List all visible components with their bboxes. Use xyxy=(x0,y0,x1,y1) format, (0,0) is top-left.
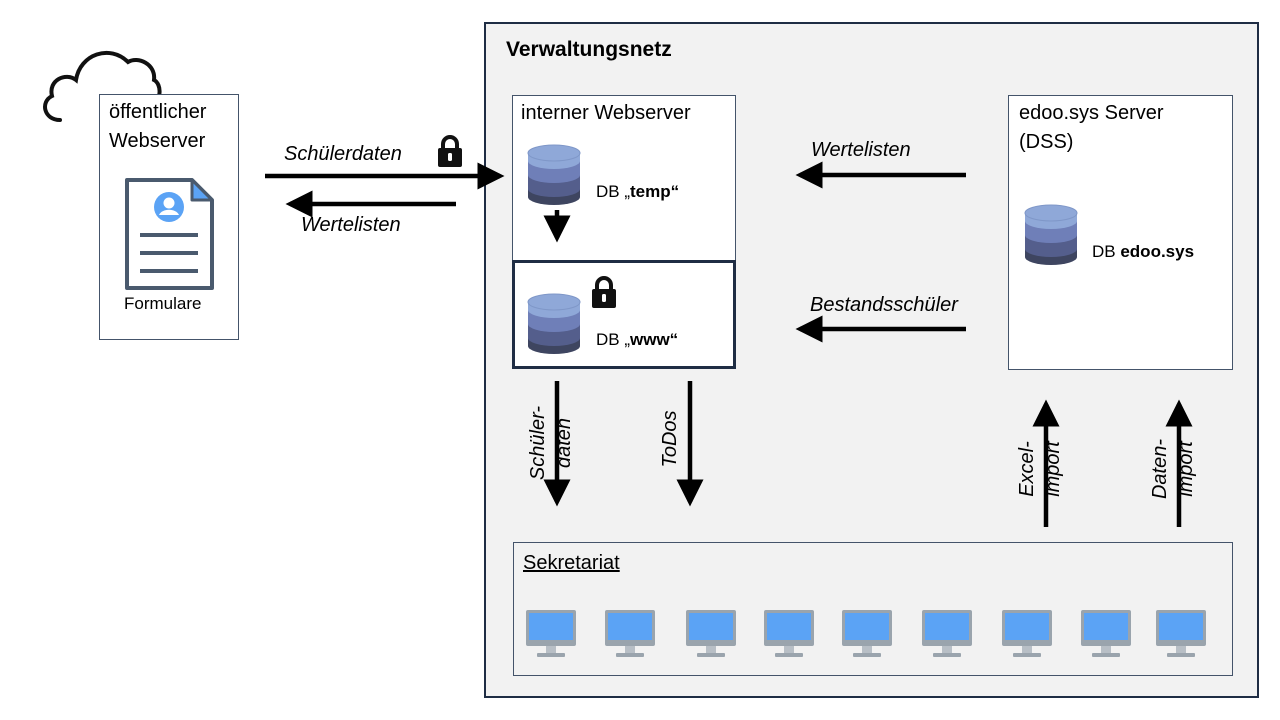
sekretariat-title: Sekretariat xyxy=(523,552,620,574)
label-schuelerdaten: Schülerdaten xyxy=(284,143,402,165)
label-wertelisten-left: Wertelisten xyxy=(301,214,401,236)
cloud-icon xyxy=(43,51,162,122)
database-icon xyxy=(527,144,581,205)
formulare-label: Formulare xyxy=(124,294,202,313)
computer-icon xyxy=(922,610,972,657)
label-schueler-daten: Schüler-daten xyxy=(527,405,575,481)
db-www-label: DB „www“ xyxy=(596,330,679,349)
public-webserver-title-line2: Webserver xyxy=(109,130,206,152)
lock-icon xyxy=(592,276,616,308)
public-webserver-box: öffentlicher Webserver Formulare xyxy=(99,94,239,340)
computer-icon xyxy=(526,610,576,657)
edoo-server-title-line1: edoo.sys Server xyxy=(1019,102,1164,124)
computer-icon xyxy=(686,610,736,657)
verwaltungsnetz-title: Verwaltungsnetz xyxy=(506,38,672,61)
db-temp-label: DB „temp“ xyxy=(596,182,680,201)
computer-icon xyxy=(1156,610,1206,657)
label-wertelisten-right: Wertelisten xyxy=(811,139,911,161)
label-bestandsschueler: Bestandsschüler xyxy=(810,294,958,316)
internal-webserver-title: interner Webserver xyxy=(521,102,691,124)
label-daten-import: Daten-import xyxy=(1149,438,1197,500)
db-www-box xyxy=(512,260,736,369)
database-icon xyxy=(1024,204,1078,265)
computer-icon xyxy=(605,610,655,657)
lock-icon xyxy=(438,135,462,167)
computer-icon xyxy=(1081,610,1131,657)
label-todos: ToDos xyxy=(659,410,681,468)
public-webserver-title-line1: öffentlicher xyxy=(109,101,207,123)
edoo-server-title-line2: (DSS) xyxy=(1019,131,1074,153)
computer-icon xyxy=(842,610,892,657)
db-edoo-label: DB edoo.sys xyxy=(1092,242,1195,261)
database-icon xyxy=(527,293,581,354)
form-document-icon xyxy=(125,178,214,290)
computer-icon xyxy=(764,610,814,657)
label-excel-import: Excel-import xyxy=(1016,441,1064,497)
computer-icon xyxy=(1002,610,1052,657)
